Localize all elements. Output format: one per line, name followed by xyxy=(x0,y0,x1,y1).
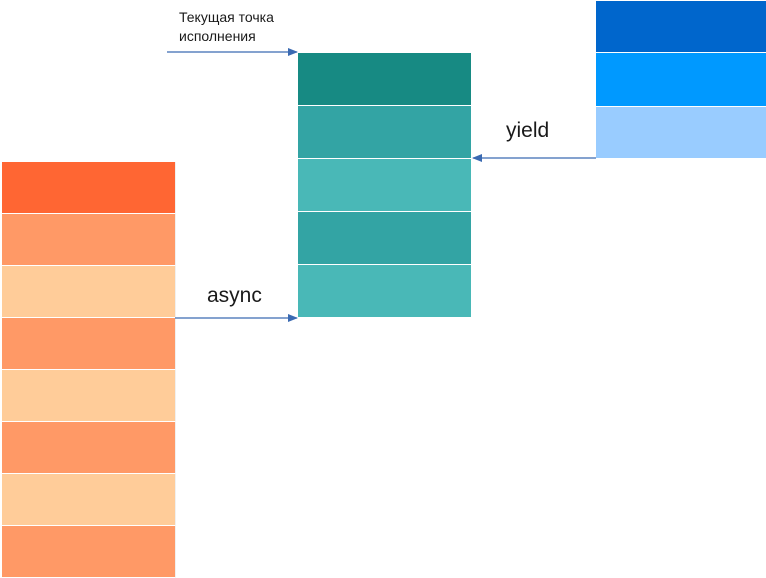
orange-stack-block xyxy=(2,422,176,474)
orange-stack-block xyxy=(2,526,176,578)
orange-stack-block xyxy=(2,266,176,318)
blue-stack xyxy=(596,1,766,159)
orange-stack xyxy=(2,162,176,578)
teal-stack-block xyxy=(298,212,471,265)
blue-stack-block xyxy=(596,107,766,159)
teal-stack-block xyxy=(298,159,471,212)
yield-label: yield xyxy=(506,119,550,142)
orange-stack-block xyxy=(2,318,176,370)
orange-stack-block xyxy=(2,474,176,526)
teal-stack xyxy=(298,53,471,318)
orange-stack-block xyxy=(2,162,176,214)
teal-stack-block xyxy=(298,106,471,159)
blue-stack-block xyxy=(596,1,766,53)
teal-stack-block xyxy=(298,265,471,318)
teal-stack-block xyxy=(298,53,471,106)
async-label: async xyxy=(207,284,262,307)
orange-stack-block xyxy=(2,370,176,422)
execution-point-label: Текущая точка исполнения xyxy=(179,9,274,44)
orange-stack-block xyxy=(2,214,176,266)
blue-stack-block xyxy=(596,53,766,107)
